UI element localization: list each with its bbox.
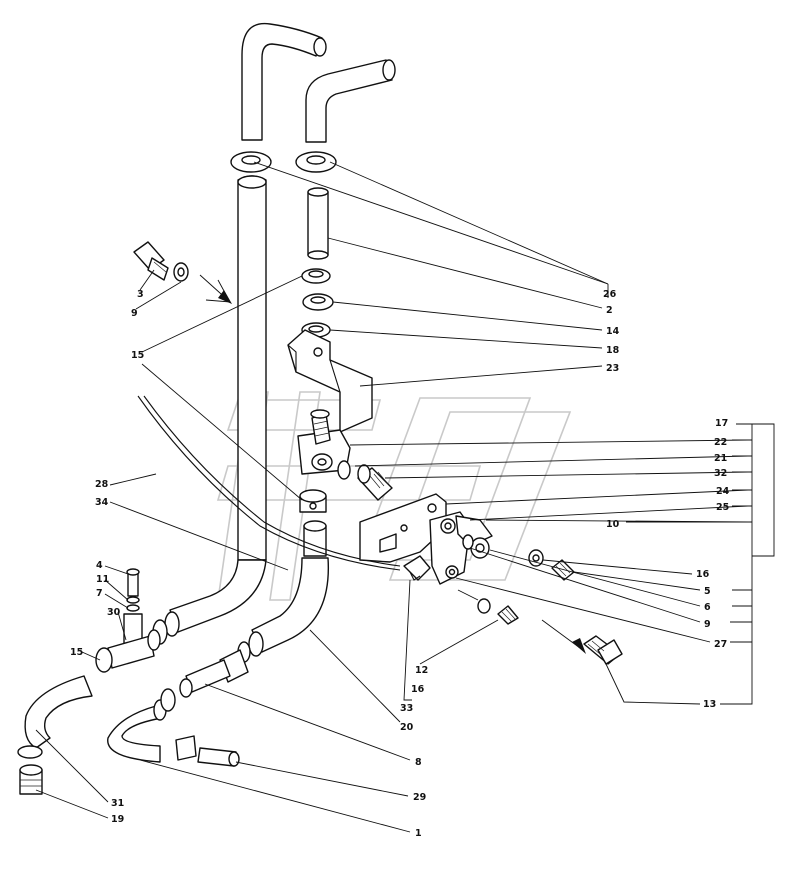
callout-c27: 27: [714, 639, 727, 650]
callout-c26: 26: [603, 289, 617, 300]
callout-c30: 30: [107, 607, 121, 618]
washer-7: [126, 604, 140, 612]
callout-c2: 2: [606, 305, 613, 316]
threaded-adapter-32: [357, 464, 393, 501]
washer-16-lower: [477, 598, 491, 614]
callout-c16b: 16: [411, 684, 425, 695]
leader-lines: [35, 161, 775, 833]
callout-c16a: 16: [696, 569, 710, 580]
bolt-12: [497, 605, 519, 625]
callout-c31: 31: [111, 798, 124, 809]
hose-31: [24, 675, 93, 749]
washer-16-right: [528, 549, 544, 567]
callout-c15b: 15: [70, 647, 83, 658]
callout-c9a: 9: [131, 308, 138, 319]
callout-c23: 23: [606, 363, 619, 374]
callout-c24: 24: [716, 486, 730, 497]
sensor-19: [19, 764, 43, 795]
short-tube: [307, 187, 329, 260]
callout-c3: 3: [137, 289, 144, 300]
valve-8: [179, 649, 249, 698]
hose-20: [251, 557, 330, 653]
grommet-right: [295, 151, 337, 173]
callout-c17: 17: [715, 418, 728, 429]
callout-c32: 32: [714, 468, 727, 479]
callout-c18: 18: [606, 345, 620, 356]
callout-c34: 34: [95, 497, 109, 508]
callout-labels: 1234567899101112131415151616171819202122…: [70, 289, 730, 839]
washer-15-upper: [301, 268, 331, 284]
bolt-13: [583, 635, 623, 665]
callout-c14: 14: [606, 326, 620, 337]
callout-c21: 21: [714, 453, 727, 464]
callout-c11: 11: [96, 574, 109, 585]
upper-left-pipe: [241, 22, 327, 141]
bolt-4: [126, 568, 140, 597]
hose-left-bend: [169, 559, 267, 633]
seal-21: [337, 460, 351, 480]
washer-9-left: [173, 262, 189, 282]
callout-c33: 33: [400, 703, 413, 714]
bolt-3: [133, 241, 169, 281]
callout-c13: 13: [703, 699, 716, 710]
hose-1: [107, 699, 167, 763]
clamp-1: [160, 688, 176, 712]
curved-tube-28: [137, 395, 401, 571]
callout-c12: 12: [415, 665, 428, 676]
callout-c20: 20: [400, 722, 414, 733]
upper-right-pipe: [305, 59, 396, 143]
callout-c10: 10: [606, 519, 620, 530]
nut-14: [302, 293, 334, 311]
clamp-31: [17, 745, 43, 759]
callout-c1: 1: [415, 828, 422, 839]
callout-c25: 25: [716, 502, 729, 513]
callout-c8: 8: [415, 757, 422, 768]
bracket-23: [287, 329, 373, 433]
callout-c28: 28: [95, 479, 109, 490]
callout-c22: 22: [714, 437, 727, 448]
callout-c9b: 9: [704, 619, 711, 630]
callout-c4: 4: [96, 560, 103, 571]
long-vertical-pipe: [237, 175, 267, 561]
callout-c7: 7: [96, 588, 103, 599]
callout-c6: 6: [704, 602, 711, 613]
tee-15-left: [95, 629, 161, 673]
callout-c5: 5: [704, 586, 711, 597]
washer-11: [126, 596, 140, 604]
washer-9-right: [462, 534, 474, 550]
control-bracket-24: [359, 493, 447, 563]
tee-fitting: [297, 409, 351, 475]
callout-c29: 29: [413, 792, 426, 803]
clamp-15-lower: [299, 489, 327, 513]
grommet-left: [230, 151, 272, 173]
callout-c19: 19: [111, 814, 124, 825]
tube-29: [175, 735, 240, 767]
callout-c15a: 15: [131, 350, 144, 361]
spring-clip-33: [403, 555, 431, 581]
arrow-marks: [218, 290, 586, 654]
bushing-6: [470, 537, 490, 559]
